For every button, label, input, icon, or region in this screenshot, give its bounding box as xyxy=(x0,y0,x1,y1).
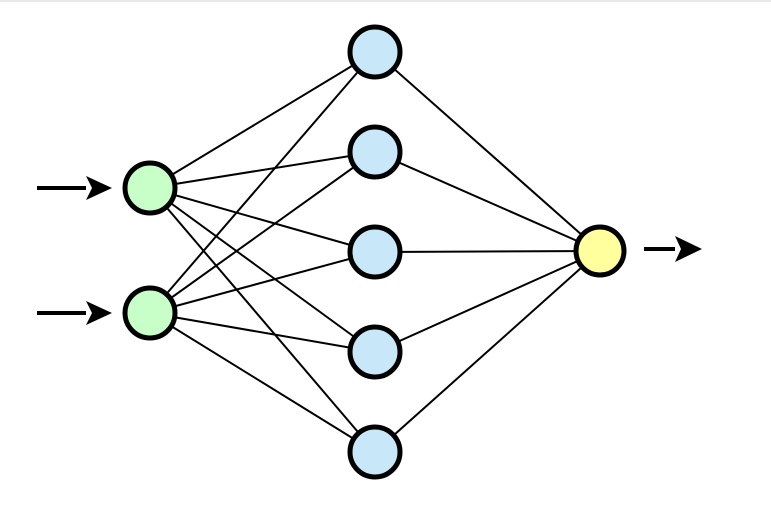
hidden-node-2[interactable] xyxy=(347,124,403,180)
output-arrow-1 xyxy=(644,236,702,262)
edge-hidden-2-to-output-1 xyxy=(374,151,601,252)
edge-hidden-3-to-output-1 xyxy=(374,250,601,253)
edge-input-1-to-hidden-3 xyxy=(149,187,376,253)
edge-input-2-to-hidden-3 xyxy=(149,251,376,314)
edge-input-1-to-hidden-5 xyxy=(149,187,376,453)
input-arrow-2 xyxy=(37,301,112,325)
edge-input-1-to-hidden-4 xyxy=(149,187,376,353)
output-arrow-1-head-icon xyxy=(675,236,702,262)
hidden-layer xyxy=(347,24,403,480)
input-layer xyxy=(122,160,178,341)
edge-hidden-1-to-output-1 xyxy=(374,51,601,252)
hidden-node-3[interactable] xyxy=(347,224,403,280)
edges-group xyxy=(149,51,601,453)
edge-input-2-to-hidden-4 xyxy=(149,312,376,353)
input-arrow-1-head-icon xyxy=(86,176,112,200)
hidden-node-1[interactable] xyxy=(347,24,403,80)
nodes-group xyxy=(122,24,627,480)
output-layer xyxy=(573,224,627,278)
edge-input-1-to-hidden-2 xyxy=(149,151,376,189)
input-arrow-2-head-icon xyxy=(86,301,112,325)
input-node-2[interactable] xyxy=(122,285,178,341)
edge-hidden-5-to-output-1 xyxy=(374,250,601,453)
edge-input-2-to-hidden-1 xyxy=(149,51,376,314)
arrows-group xyxy=(37,176,702,325)
edge-input-2-to-hidden-5 xyxy=(149,312,376,453)
hidden-node-5[interactable] xyxy=(347,424,403,480)
hidden-node-4[interactable] xyxy=(347,324,403,380)
input-node-1[interactable] xyxy=(122,160,178,216)
edge-input-2-to-hidden-2 xyxy=(149,151,376,314)
edge-hidden-4-to-output-1 xyxy=(374,250,601,353)
output-node-1[interactable] xyxy=(573,224,627,278)
input-arrow-1 xyxy=(37,176,112,200)
edge-input-1-to-hidden-1 xyxy=(149,51,376,189)
